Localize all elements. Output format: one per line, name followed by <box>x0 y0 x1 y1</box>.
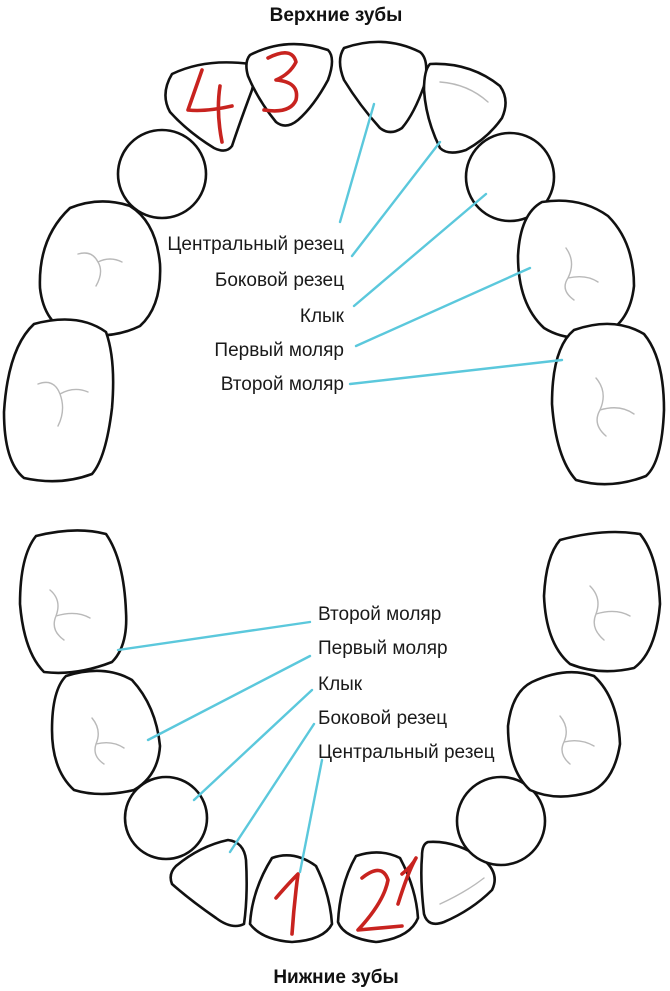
upper-leader-central-incisor <box>338 102 376 224</box>
upper-handwriting <box>186 51 299 144</box>
upper-right-first-molar <box>516 199 636 340</box>
lower-label-lateral-incisor: Боковой резец <box>318 708 447 729</box>
upper-right-canine <box>464 131 556 223</box>
upper-label-canine: Клык <box>300 306 345 327</box>
handwritten-4 <box>186 68 234 144</box>
upper-leaders <box>338 102 564 386</box>
upper-leader-lateral-incisor <box>350 140 442 258</box>
lower-leader-second-molar <box>116 620 312 652</box>
upper-left-first-molar-fissure <box>77 252 123 287</box>
lower-right-second-molar <box>542 530 662 673</box>
lower-left-central-incisor <box>248 854 334 944</box>
lower-handwriting <box>274 856 418 936</box>
lower-leader-canine <box>192 688 314 802</box>
upper-label-central-incisor: Центральный резец <box>167 234 344 255</box>
upper-label-first-molar: Первый моляр <box>214 340 344 361</box>
upper-left-second-molar-fissure <box>37 381 89 427</box>
lower-label-central-incisor: Центральный резец <box>318 742 495 763</box>
lower-leader-central-incisor <box>298 758 324 874</box>
upper-arch <box>2 40 666 486</box>
upper-leader-first-molar <box>354 266 532 348</box>
lower-left-second-molar <box>18 529 128 675</box>
lower-right-second-molar-fissure <box>589 585 631 641</box>
handwritten-1 <box>274 872 300 936</box>
upper-label-second-molar: Второй моляр <box>221 374 344 395</box>
lower-label-second-molar: Второй моляр <box>318 604 441 625</box>
lower-left-first-molar <box>50 669 162 796</box>
lower-title: Нижние зубы <box>273 967 398 988</box>
lower-right-central-incisor <box>336 851 420 944</box>
lower-leader-lateral-incisor <box>228 722 316 854</box>
lower-left-first-molar-fissure <box>91 717 125 765</box>
upper-leader-second-molar <box>348 358 564 386</box>
lower-left-second-molar-fissure <box>49 589 91 641</box>
upper-title: Верхние зубы <box>270 5 403 26</box>
handwritten-2 <box>356 856 418 932</box>
lower-leader-first-molar <box>146 654 312 742</box>
lower-label-first-molar: Первый моляр <box>318 638 448 659</box>
lower-leaders <box>116 620 324 874</box>
upper-label-lateral-incisor: Боковой резец <box>215 270 344 291</box>
upper-left-second-molar <box>2 318 115 483</box>
upper-left-canine <box>116 128 208 220</box>
lower-labels: Второй моляр Первый моляр Клык Боковой р… <box>318 604 495 763</box>
lower-right-first-molar-fissure <box>559 715 595 765</box>
lower-right-lateral-incisor-groove <box>439 877 485 905</box>
upper-right-lateral-incisor-groove <box>439 81 489 103</box>
lower-left-canine <box>123 775 209 861</box>
lower-arch <box>18 529 662 944</box>
upper-right-second-molar-fissure <box>595 377 635 437</box>
upper-labels: Центральный резец Боковой резец Клык Пер… <box>167 234 344 395</box>
lower-right-canine <box>455 775 547 867</box>
handwritten-3 <box>262 51 299 113</box>
upper-right-first-molar-fissure <box>564 247 599 301</box>
upper-leader-canine <box>352 192 488 308</box>
upper-right-lateral-incisor <box>422 62 507 154</box>
lower-right-first-molar <box>506 670 622 798</box>
upper-right-central-incisor <box>338 40 428 134</box>
upper-right-second-molar <box>550 322 666 486</box>
lower-label-canine: Клык <box>318 674 363 695</box>
lower-left-lateral-incisor <box>169 838 248 928</box>
